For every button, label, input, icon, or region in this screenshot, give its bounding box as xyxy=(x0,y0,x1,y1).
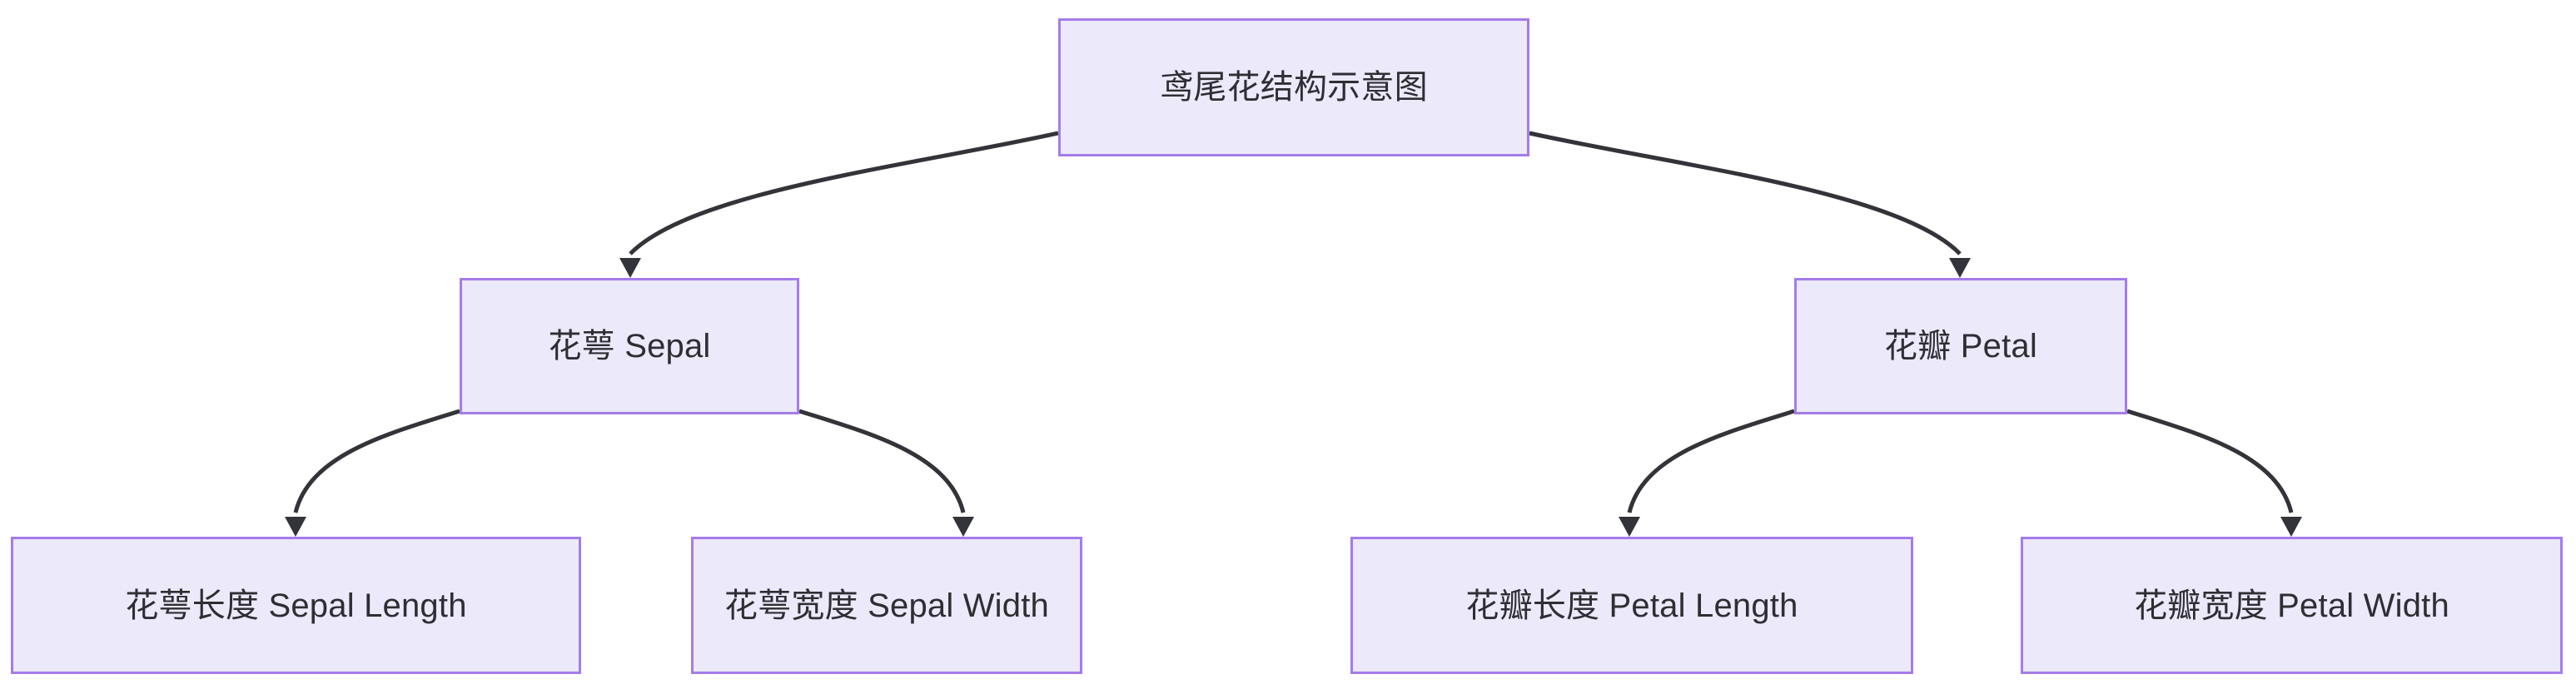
edge-root-to-sepal xyxy=(619,131,1059,278)
node-sepal-label: 花萼 Sepal xyxy=(548,328,711,364)
node-sepal-length-label: 花萼长度 Sepal Length xyxy=(125,587,467,624)
edge-sepal-to-sepal-width xyxy=(798,409,974,537)
arrowhead-icon xyxy=(619,258,641,278)
node-root[interactable]: 鸢尾花结构示意图 xyxy=(1058,18,1529,156)
arrowhead-icon xyxy=(952,517,974,537)
node-root-label: 鸢尾花结构示意图 xyxy=(1160,69,1428,106)
node-petal-length-label: 花瓣长度 Petal Length xyxy=(1465,587,1798,624)
node-sepal[interactable]: 花萼 Sepal xyxy=(460,278,799,414)
node-petal-length[interactable]: 花瓣长度 Petal Length xyxy=(1350,537,1913,674)
edge-line xyxy=(1529,131,1962,255)
arrowhead-icon xyxy=(285,517,306,537)
edge-petal-to-petal-width xyxy=(2126,409,2302,537)
node-sepal-width[interactable]: 花萼宽度 Sepal Width xyxy=(691,537,1082,674)
node-petal-label: 花瓣 Petal xyxy=(1884,328,2037,364)
edge-root-to-petal xyxy=(1529,131,1971,278)
edge-line xyxy=(2126,409,2294,513)
arrowhead-icon xyxy=(2280,517,2302,537)
arrowhead-icon xyxy=(1619,517,1640,537)
edge-line xyxy=(629,131,1059,255)
node-sepal-width-label: 花萼宽度 Sepal Width xyxy=(724,587,1049,624)
edge-sepal-to-sepal-length xyxy=(285,409,460,537)
edge-line xyxy=(1627,409,1795,513)
arrowhead-icon xyxy=(1949,258,1971,278)
node-petal-width[interactable]: 花瓣宽度 Petal Width xyxy=(2021,537,2563,674)
edge-petal-to-petal-length xyxy=(1619,409,1795,537)
node-petal-width-label: 花瓣宽度 Petal Width xyxy=(2134,587,2449,624)
node-petal[interactable]: 花瓣 Petal xyxy=(1794,278,2127,414)
node-sepal-length[interactable]: 花萼长度 Sepal Length xyxy=(11,537,581,674)
edge-line xyxy=(293,409,460,513)
edge-line xyxy=(798,409,966,513)
